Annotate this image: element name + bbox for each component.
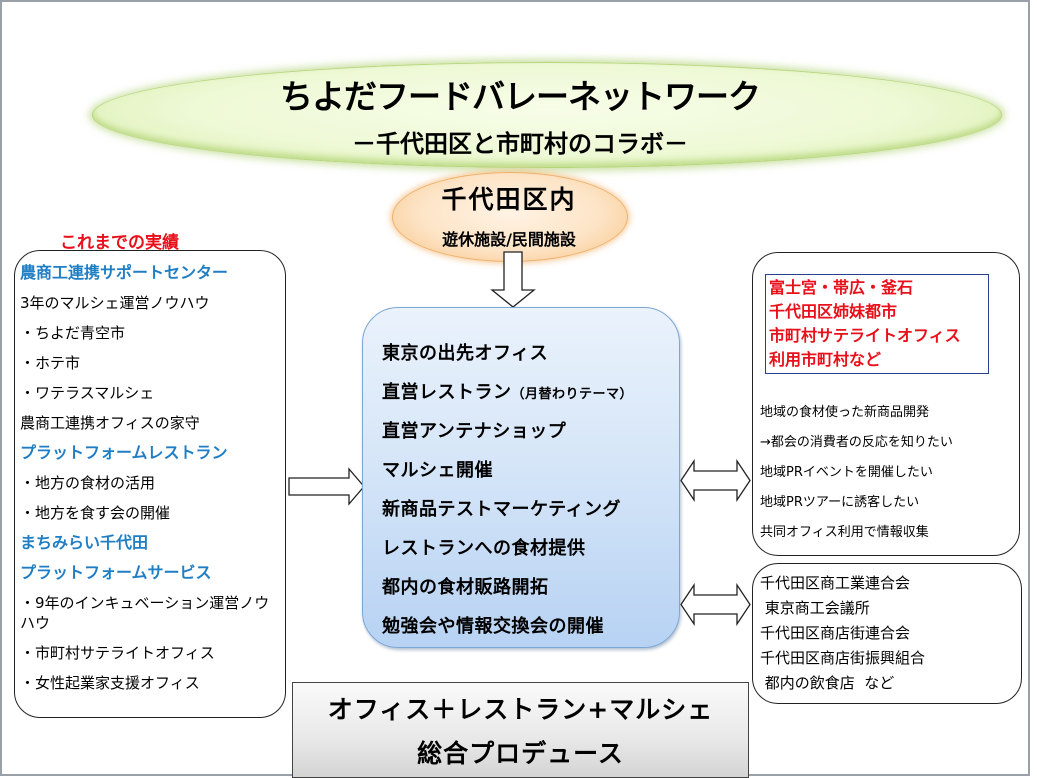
list-item: ・女性起業家支援オフィス	[20, 674, 200, 692]
achievements-list: 農商工連携サポートセンター 3年のマルシェ運営ノウハウ ・ちよだ青空市 ・ホテ市…	[20, 258, 282, 698]
title-ellipse	[92, 62, 1002, 168]
diagram-subtitle: －千代田区と市町村のコラボ－	[352, 130, 688, 158]
service-note: （月替わりテーマ）	[511, 387, 634, 402]
list-item: ・ホテ市	[20, 354, 81, 372]
service-item: レストランへの食材提供	[382, 529, 682, 568]
partners-list: 千代田区商工業連合会 東京商工会議所 千代田区商店街連合会 千代田区商店街振興組…	[760, 571, 925, 696]
achievements-panel	[14, 250, 286, 718]
need-item: 地域PRツアーに誘客したい	[760, 495, 920, 510]
need-item: 共同オフィス利用で情報収集	[760, 525, 929, 540]
service-item: 都内の食材販路開拓	[382, 568, 682, 607]
district-title: 千代田区内	[441, 185, 577, 214]
service-label: 勉強会や情報交換会の開催	[382, 616, 604, 637]
list-item: ・ちよだ青空市	[20, 324, 126, 342]
service-item: 東京の出先オフィス	[382, 334, 682, 373]
district-ellipse	[392, 172, 628, 262]
need-item: →都会の消費者の反応を知りたい	[760, 435, 953, 450]
down-arrow-icon	[490, 251, 536, 308]
service-item: マルシェ開催	[382, 451, 682, 490]
diagram-title: ちよだフードバレーネットワーク	[280, 77, 761, 116]
produce-subtitle: 総合プロデュース	[417, 739, 624, 768]
service-label: 直営レストラン	[382, 382, 512, 403]
list-item: プラットフォームサービス	[20, 563, 212, 582]
service-label: 新商品テストマーケティング	[382, 499, 622, 520]
service-item: 直営アンテナショップ	[382, 412, 682, 451]
city-line: 市町村サテライトオフィス	[769, 326, 961, 345]
cities-list: 富士宮・帯広・釜石 千代田区姉妹都市 市町村サテライトオフィス 利用市町村など	[769, 276, 961, 372]
service-label: 直営アンテナショップ	[382, 421, 567, 442]
need-item: 地域PRイベントを開催したい	[760, 465, 933, 480]
partner-item: 千代田区商店街振興組合	[760, 649, 926, 667]
partner-item: 都内の飲食店 など	[760, 674, 895, 692]
needs-list: 地域の食材使った新商品開発 →都会の消費者の反応を知りたい 地域PRイベントを開…	[760, 398, 953, 548]
list-item: ・地方の食材の活用	[20, 474, 156, 492]
district-subtitle: 遊休施設/民間施設	[442, 230, 576, 249]
service-label: 都内の食材販路開拓	[382, 577, 549, 598]
service-item: 直営レストラン（月替わりテーマ）	[382, 373, 682, 412]
list-item: まちみらい千代田	[20, 533, 149, 552]
list-item: ・市町村サテライトオフィス	[20, 644, 215, 662]
double-arrow-icon	[680, 458, 751, 503]
service-item: 勉強会や情報交換会の開催	[382, 607, 682, 646]
service-label: マルシェ開催	[382, 460, 493, 481]
partner-item: 千代田区商工業連合会	[760, 574, 911, 592]
produce-title: オフィス＋レストラン+マルシェ	[327, 695, 714, 724]
right-arrow-icon	[288, 467, 365, 506]
list-item: ・9年のインキュベーション運営ノウハウ	[20, 594, 270, 632]
produce-box	[292, 682, 749, 778]
double-arrow-icon	[680, 582, 751, 627]
list-item: プラットフォームレストラン	[20, 443, 228, 462]
services-box	[362, 307, 680, 648]
list-item: ・地方を食す会の開催	[20, 504, 171, 522]
partner-item: 東京商工会議所	[760, 599, 870, 617]
partners-panel	[752, 563, 1022, 704]
list-item: 農商工連携オフィスの家守	[20, 414, 200, 432]
services-list: 東京の出先オフィス 直営レストラン（月替わりテーマ） 直営アンテナショップ マル…	[382, 334, 682, 646]
service-label: レストランへの食材提供	[382, 538, 586, 559]
service-label: 東京の出先オフィス	[382, 343, 549, 364]
service-item: 新商品テストマーケティング	[382, 490, 682, 529]
need-item: 地域の食材使った新商品開発	[760, 405, 930, 420]
list-item: 農商工連携サポートセンター	[20, 263, 229, 282]
city-line: 利用市町村など	[769, 350, 882, 369]
partner-item: 千代田区商店街連合会	[760, 624, 911, 642]
list-item: ・ワテラスマルシェ	[20, 384, 155, 402]
cities-box	[765, 274, 989, 374]
list-item: 3年のマルシェ運営ノウハウ	[20, 294, 210, 312]
left-panel-caption: これまでの実績	[60, 233, 179, 253]
city-line: 富士宮・帯広・釜石	[769, 278, 914, 297]
city-line: 千代田区姉妹都市	[769, 302, 898, 321]
